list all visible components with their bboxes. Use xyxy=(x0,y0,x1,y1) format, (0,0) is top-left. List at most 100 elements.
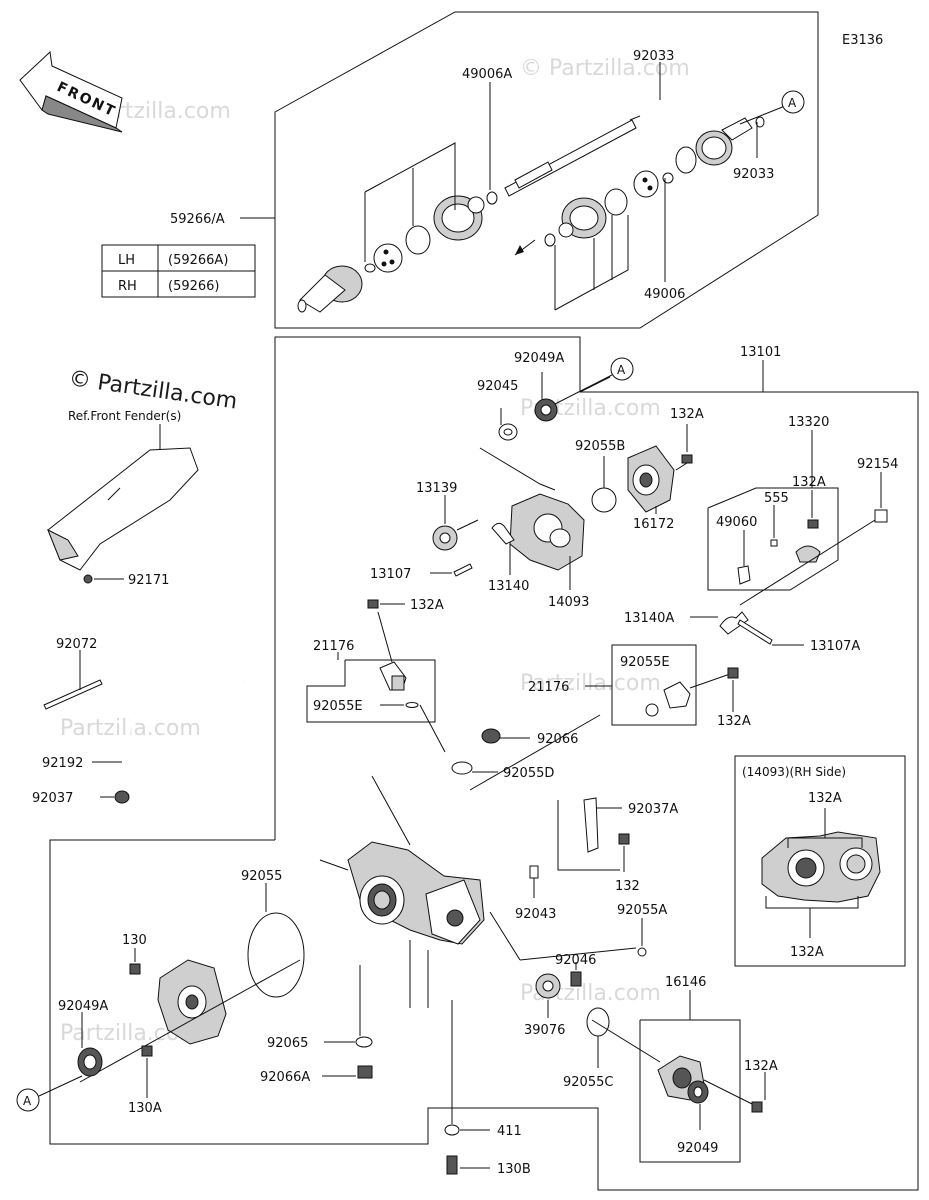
outer-cv-joint xyxy=(297,265,363,313)
table-side: RH xyxy=(118,279,137,294)
label-13101: 13101 xyxy=(740,345,781,360)
watermark: © Partzilla.com xyxy=(520,56,690,81)
front-fender-bracket: Ref.Front Fender(s) 92171 xyxy=(47,409,199,588)
label-92171: 92171 xyxy=(128,573,169,588)
label-13107A: 13107A xyxy=(810,639,860,654)
label-92192: 92192 xyxy=(42,756,83,771)
label-92043: 92043 xyxy=(515,907,556,922)
inset-rh-side: (14093)(RH Side) 132A 132A xyxy=(734,755,906,967)
diagram-code: E3136 xyxy=(842,33,883,48)
label-49060: 49060 xyxy=(716,515,757,530)
transmission-cover-14093: 14093 xyxy=(479,447,589,610)
label-411: 411 xyxy=(497,1124,522,1139)
bolt-130: 130 xyxy=(122,933,147,975)
o-ring-92055a: 92055A xyxy=(519,903,667,961)
label-92049A-top: 92049A xyxy=(514,351,564,366)
housing-16146: 16146 92049 xyxy=(639,975,741,1163)
boot-band xyxy=(604,188,628,216)
lhrh-table: LH (59266A) RH (59266) xyxy=(101,244,256,298)
label-92154: 92154 xyxy=(857,457,898,472)
front-arrow-icon: FRONT xyxy=(19,50,123,133)
o-ring-92055: 92055 xyxy=(241,869,305,998)
label-21176-2: 21176 xyxy=(528,680,569,695)
svg-text:A: A xyxy=(23,1094,32,1108)
label-92055C: 92055C xyxy=(563,1075,613,1090)
table-part: (59266) xyxy=(168,279,220,294)
o-ring-92055b: 92055B xyxy=(575,439,625,513)
callout-a-mid: A xyxy=(610,357,634,381)
label-132A-inset-bottom: 132A xyxy=(790,945,824,960)
sensor-21176-left: 21176 132A 92055E xyxy=(306,598,446,753)
inset-title: (14093)(RH Side) xyxy=(742,765,846,779)
washer-411: 411 xyxy=(444,1000,522,1139)
label-16172: 16172 xyxy=(633,517,674,532)
label-49006: 49006 xyxy=(644,287,685,302)
label-132A-inset-top: 132A xyxy=(808,791,842,806)
pin-13107: 13107 xyxy=(370,563,473,582)
shift-fork-13140a: 13140A xyxy=(624,611,749,635)
label-92072: 92072 xyxy=(56,637,97,652)
label-92066A: 92066A xyxy=(260,1070,310,1085)
shift-fork-13140: 13140 xyxy=(488,522,529,594)
bolt-132a: 132A xyxy=(670,407,704,471)
label-21176-1: 21176 xyxy=(313,639,354,654)
label-59266A: 59266/A xyxy=(170,212,225,227)
watermark-dark: © Partzilla.com xyxy=(67,366,239,414)
label-132A-3: 132A xyxy=(410,598,444,613)
label-92055E-1: 92055E xyxy=(313,699,363,714)
label-130: 130 xyxy=(122,933,147,948)
label-132A-1: 132A xyxy=(670,407,704,422)
label-92033-right: 92033 xyxy=(733,167,774,182)
bolt-130b: 130B xyxy=(446,1155,531,1177)
label-14093: 14093 xyxy=(548,595,589,610)
label-92055A: 92055A xyxy=(617,903,667,918)
label-555: 555 xyxy=(764,491,789,506)
label-49006A: 49006A xyxy=(462,67,512,82)
boot-band xyxy=(405,225,431,255)
main-frame: 13101 xyxy=(49,336,919,1191)
label-92046: 92046 xyxy=(555,953,596,968)
table-part: (59266A) xyxy=(168,253,228,268)
watermark: Partzilla.com xyxy=(520,671,661,696)
bolt-132: 132 xyxy=(615,833,640,894)
pin-13107a: 13107A xyxy=(737,619,860,654)
dust-boot-right xyxy=(558,197,607,239)
drive-shaft-group: LH (59266A) RH (59266) 59266/A xyxy=(101,11,819,329)
label-92049A-left: 92049A xyxy=(58,999,108,1014)
label-13320: 13320 xyxy=(788,415,829,430)
axle-shaft xyxy=(504,115,641,197)
circlip xyxy=(364,263,376,273)
label-132A-4: 132A xyxy=(717,714,751,729)
circlip-large xyxy=(675,146,697,174)
label-92055D: 92055D xyxy=(503,766,554,781)
plug-92066: 92066 xyxy=(481,728,578,747)
label-13140: 13140 xyxy=(488,579,529,594)
bolt-132a-lower: 132A xyxy=(703,1059,778,1113)
bearing-housing-16172: 16172 xyxy=(627,445,675,532)
table-side: LH xyxy=(118,253,135,268)
label-13140A: 13140A xyxy=(624,611,674,626)
dust-boot-left xyxy=(433,195,485,241)
label-132A-5: 132A xyxy=(744,1059,778,1074)
sensor-21176-right: 21176 92055E 132A xyxy=(469,644,751,791)
label-132: 132 xyxy=(615,879,640,894)
bearing-39076: 39076 xyxy=(524,973,565,1038)
svg-text:A: A xyxy=(788,96,797,110)
label-92045: 92045 xyxy=(477,379,518,394)
gasket-92065: 92065 xyxy=(267,965,373,1051)
label-92037: 92037 xyxy=(32,791,73,806)
label-16146: 16146 xyxy=(665,975,706,990)
spring-92046: 92046 xyxy=(555,953,596,987)
clamp-92037: 92037 xyxy=(32,790,130,806)
plug-92066a: 92066A xyxy=(260,1065,373,1085)
label-92055: 92055 xyxy=(241,869,282,884)
small-band xyxy=(544,233,556,247)
label-13107: 13107 xyxy=(370,567,411,582)
dowel-92043: 92043 xyxy=(515,865,556,922)
label-13139: 13139 xyxy=(416,481,457,496)
gear-13139: 13139 xyxy=(416,481,479,551)
label-130B: 130B xyxy=(497,1162,531,1177)
o-ring-92055d: 92055D xyxy=(451,761,554,781)
breather-hose-92192: 92192 xyxy=(42,660,246,781)
